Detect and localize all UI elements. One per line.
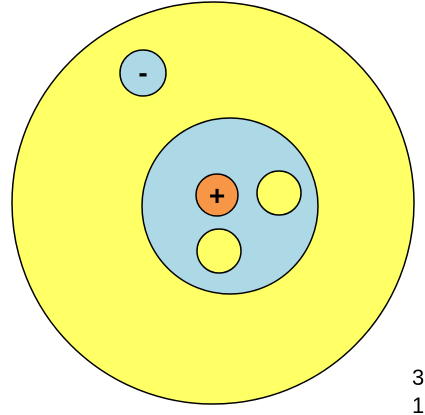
corner-text-line-2: 1 — [412, 393, 424, 415]
electron-sign: - — [138, 57, 147, 88]
corner-text-line-1: 3 — [412, 365, 424, 390]
neutron-bottom — [197, 229, 241, 273]
proton-sign: + — [209, 180, 225, 211]
neutron-right — [257, 171, 301, 215]
